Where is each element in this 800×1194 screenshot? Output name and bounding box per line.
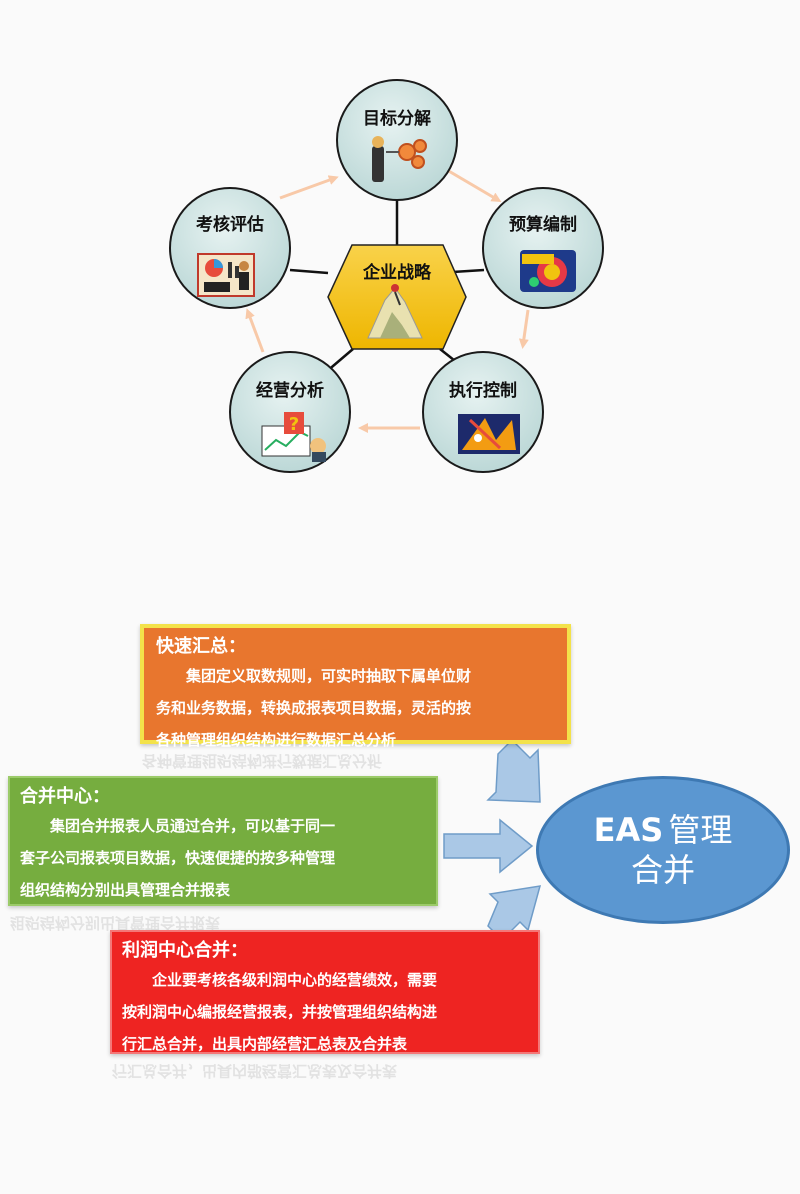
node-label: 预算编制 bbox=[509, 214, 577, 235]
consolidation-center-box: 合并中心： 集团合并报表人员通过合并，可以基于同一 套子公司报表项目数据，快速便… bbox=[8, 776, 438, 906]
node-execution-control: 执行控制 bbox=[422, 351, 544, 473]
evaluation-chart-icon bbox=[197, 253, 255, 297]
fast-summary-box: 快速汇总： 集团定义取数规则，可实时抽取下属单位财 务和业务数据，转换成报表项目… bbox=[140, 624, 571, 749]
eas-line-2: 合并 bbox=[631, 850, 695, 890]
mountain-climber-icon bbox=[367, 284, 423, 339]
merge-arrows bbox=[443, 738, 542, 942]
profit-center-box: 利润中心合并： 企业要考核各级利润中心的经营绩效，需要 按利润中心编报经营报表，… bbox=[110, 930, 540, 1054]
box-body: 集团定义取数规则，可实时抽取下属单位财 务和业务数据，转换成报表项目数据，灵活的… bbox=[156, 660, 555, 756]
reflection-line: 各种管理组织结构进行数据汇总分析 bbox=[142, 752, 383, 770]
box-body: 企业要考核各级利润中心的经营绩效，需要 按利润中心编报经营报表，并按管理组织结构… bbox=[122, 964, 526, 1060]
box-line: 按利润中心编报经营报表，并按管理组织结构进 bbox=[122, 1003, 438, 1021]
node-budget: 预算编制 bbox=[482, 187, 604, 309]
profit-center-reflection: 行汇总合并，出具内部经营汇总表及合并表 bbox=[112, 1058, 540, 1084]
box-line: 务和业务数据，转换成报表项目数据，灵活的按 bbox=[156, 699, 472, 717]
eas-line-1: EAS 管理 bbox=[594, 810, 733, 850]
box-title: 合并中心： bbox=[20, 786, 110, 807]
node-goal-breakdown: 目标分解 bbox=[336, 79, 458, 201]
reflection-line: 行汇总合并，出具内部经营汇总表及合并表 bbox=[112, 1062, 398, 1080]
node-label: 经营分析 bbox=[256, 380, 324, 401]
box-line: 集团定义取数规则，可实时抽取下属单位财 bbox=[186, 667, 472, 685]
arrow-budget-to-execution bbox=[518, 309, 530, 349]
box-body: 集团合并报表人员通过合并，可以基于同一 套子公司报表项目数据，快速便捷的按多种管… bbox=[20, 810, 424, 906]
target-breakdown-icon bbox=[372, 136, 427, 182]
node-label: 执行控制 bbox=[449, 380, 517, 401]
center-node-label: 企业战略 bbox=[362, 262, 432, 283]
box-line: 各种管理组织结构进行数据汇总分析 bbox=[156, 731, 397, 749]
svg-text:?: ? bbox=[289, 414, 299, 435]
eas-merge-label: 合并 bbox=[630, 851, 695, 889]
strategy-cycle-diagram: 企业战略 目标分解 预算编制 bbox=[169, 79, 604, 473]
cycle-arrows bbox=[245, 168, 530, 433]
execution-control-icon bbox=[458, 414, 520, 454]
arrow-evaluation-to-goal bbox=[279, 175, 339, 200]
box-title: 利润中心合并： bbox=[122, 940, 248, 961]
node-evaluation: 考核评估 bbox=[169, 187, 291, 309]
box-line: 企业要考核各级利润中心的经营绩效，需要 bbox=[152, 971, 438, 989]
box-line: 套子公司报表项目数据，快速便捷的按多种管理 bbox=[20, 849, 336, 867]
eas-management-consolidation-ellipse: EAS 管理 合并 bbox=[536, 776, 790, 924]
eas-consolidation-diagram: 快速汇总： 集团定义取数规则，可实时抽取下属单位财 务和业务数据，转换成报表项目… bbox=[0, 580, 800, 1140]
node-label: 考核评估 bbox=[195, 214, 264, 235]
arrow-analysis-to-evaluation bbox=[245, 308, 265, 353]
arrow-goal-to-budget bbox=[446, 168, 502, 203]
eas-label: EAS bbox=[593, 811, 664, 849]
box-line: 集团合并报表人员通过合并，可以基于同一 bbox=[50, 817, 336, 835]
arrow-hub-to-eas bbox=[443, 818, 534, 874]
box-line: 组织结构分别出具管理合并报表 bbox=[20, 881, 231, 899]
eas-management-label: 管理 bbox=[668, 811, 733, 849]
center-node: 企业战略 bbox=[327, 244, 467, 350]
question-analysis-icon: ? bbox=[261, 412, 326, 462]
box-title: 快速汇总： bbox=[156, 636, 246, 657]
node-business-analysis: 经营分析 ? bbox=[229, 351, 351, 473]
fast-summary-reflection: 各种管理组织结构进行数据汇总分析 bbox=[142, 748, 570, 774]
money-icon bbox=[520, 250, 576, 292]
box-line: 行汇总合并，出具内部经营汇总表及合并表 bbox=[122, 1035, 408, 1053]
node-label: 目标分解 bbox=[363, 108, 431, 129]
